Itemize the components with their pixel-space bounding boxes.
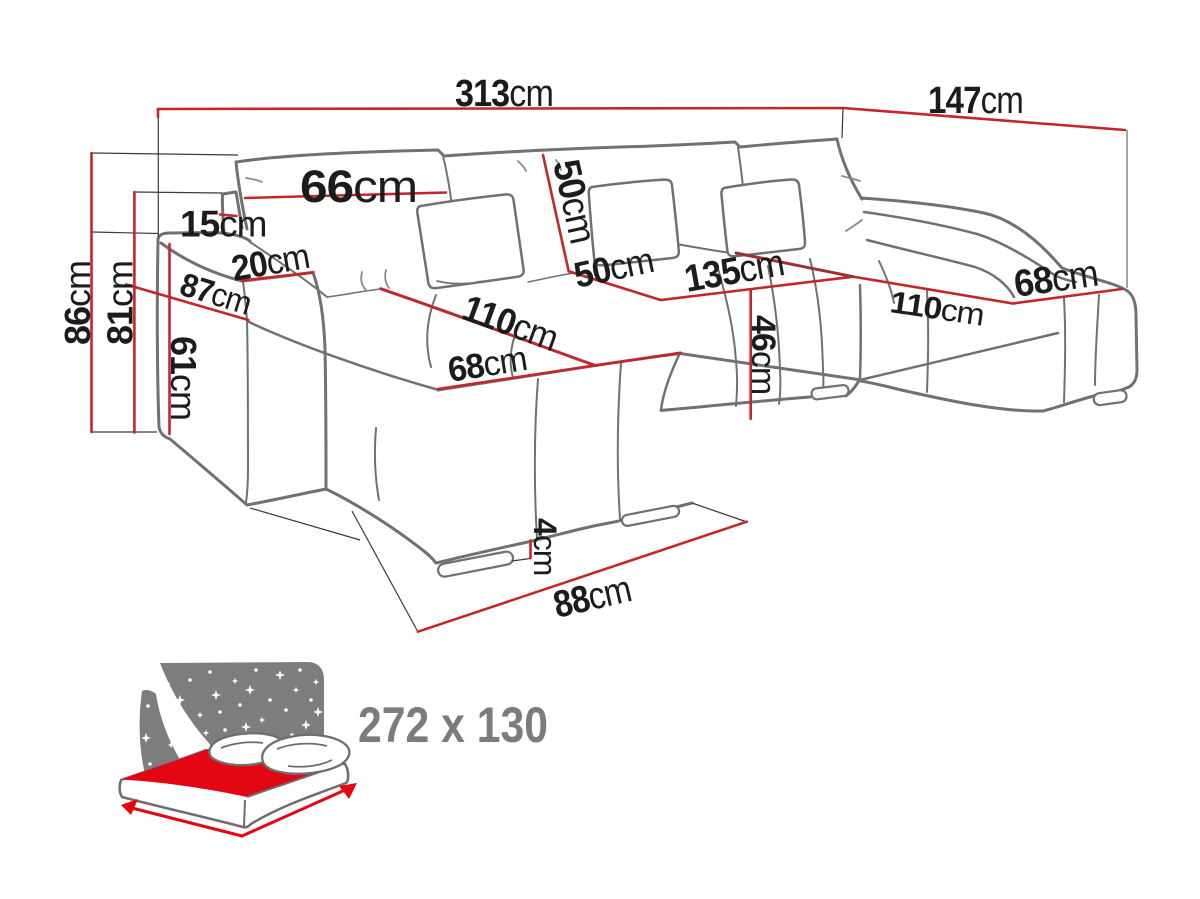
svg-text:68cm: 68cm [445,339,529,390]
svg-text:272 x 130: 272 x 130 [358,697,548,753]
svg-text:135cm: 135cm [681,242,787,301]
svg-text:87cm: 87cm [176,265,256,321]
svg-text:46cm: 46cm [744,315,782,394]
svg-text:15cm: 15cm [180,204,266,245]
svg-text:88cm: 88cm [550,568,635,626]
svg-text:313cm: 313cm [455,73,553,115]
svg-text:4cm: 4cm [527,518,563,575]
svg-text:50cm: 50cm [570,239,657,296]
svg-text:68cm: 68cm [1011,253,1100,306]
svg-text:147cm: 147cm [928,80,1023,122]
svg-text:110cm: 110cm [888,284,986,332]
svg-text:61cm: 61cm [163,336,204,420]
svg-text:86cm: 86cm [57,261,98,345]
svg-text:81cm: 81cm [100,261,141,345]
svg-text:50cm: 50cm [544,156,603,247]
